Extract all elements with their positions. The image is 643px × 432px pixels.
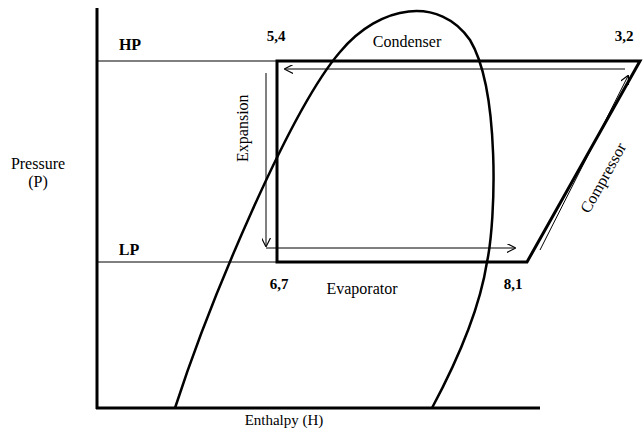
- enthalpy-axis: [96, 407, 540, 410]
- axis-title: Enthalpy (H): [245, 412, 324, 429]
- state-point: 6,7: [270, 276, 289, 293]
- low-pressure-line: [97, 262, 277, 263]
- axis-title: Pressure (P): [3, 155, 73, 192]
- flow-arrow: [266, 73, 267, 246]
- process-name: Condenser: [373, 33, 441, 51]
- state-point: 3,2: [615, 28, 634, 45]
- pressure-level: HP: [119, 36, 141, 54]
- flow-arrow: [266, 248, 515, 249]
- process-name: Expansion: [234, 94, 252, 162]
- process-name: Evaporator: [326, 280, 397, 298]
- state-point: 5,4: [267, 28, 286, 45]
- pressure-axis: [96, 8, 99, 409]
- high-pressure-line: [97, 61, 277, 62]
- saturation-dome: [175, 11, 494, 408]
- flow-arrow: [285, 69, 625, 70]
- process-name: Compressor: [577, 140, 631, 217]
- state-point: 8,1: [504, 276, 523, 293]
- pressure-level: LP: [119, 241, 139, 259]
- refrigeration-cycle: [277, 61, 640, 262]
